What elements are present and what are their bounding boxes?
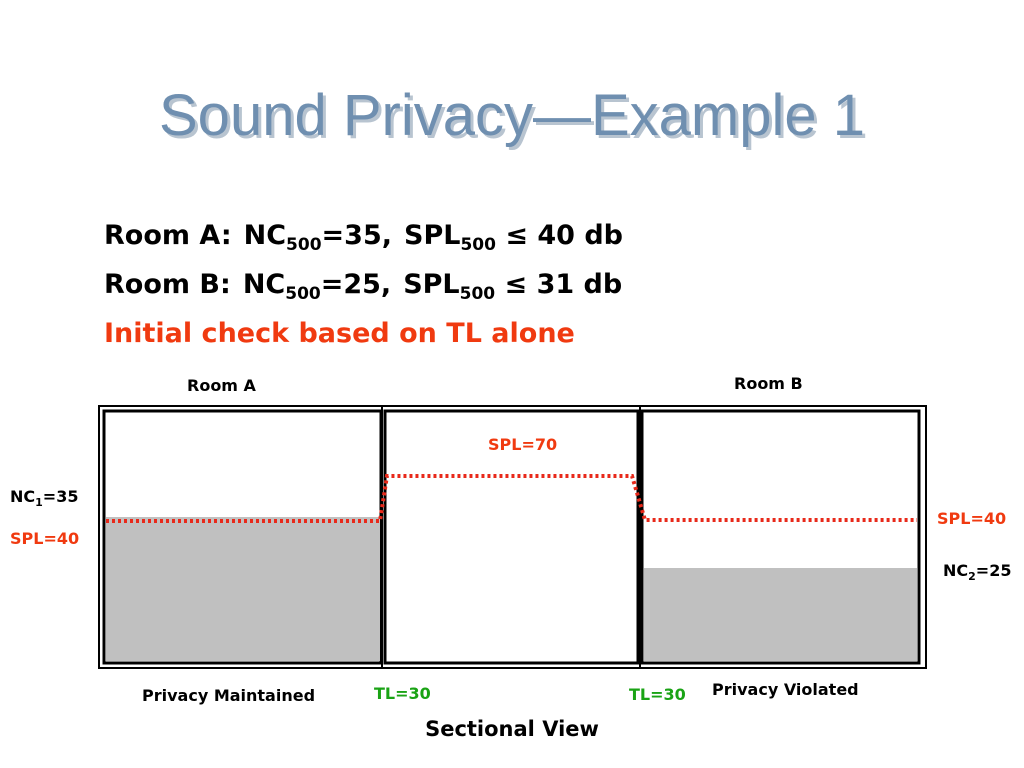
nc2-label: NC2=25 bbox=[943, 561, 1012, 583]
room-a-spl-base: SPL bbox=[404, 220, 461, 251]
tl-right-label: TL=30 bbox=[629, 685, 686, 704]
room-a-nc-sub: 500 bbox=[286, 235, 322, 255]
room-a-spl-sub: 500 bbox=[460, 235, 496, 255]
room-b-box bbox=[640, 409, 921, 665]
room-b-spl-value: ≤ 31 db bbox=[504, 269, 623, 300]
sectional-view-caption: Sectional View bbox=[425, 717, 599, 741]
source-room-box bbox=[383, 409, 640, 665]
room-b-nc-value: =25, bbox=[320, 269, 392, 300]
spl-center-label: SPL=70 bbox=[488, 435, 558, 454]
outer-frame bbox=[98, 405, 927, 669]
room-a-criteria: Room A:NC500=35,SPL500 ≤ 40 db bbox=[104, 220, 624, 254]
room-b-noise-fill bbox=[644, 568, 917, 661]
room-a-name: Room A: bbox=[104, 220, 232, 251]
nc1-base: NC bbox=[10, 487, 36, 506]
slide-title: Sound Privacy—Example 1 bbox=[159, 83, 865, 148]
privacy-violated-label: Privacy Violated bbox=[712, 680, 859, 699]
nc2-sub: 2 bbox=[968, 570, 976, 583]
nc2-base: NC bbox=[943, 561, 969, 580]
room-a-nc-value: =35, bbox=[321, 220, 392, 251]
room-b-label: Room B bbox=[734, 374, 803, 393]
initial-check-note: Initial check based on TL alone bbox=[104, 318, 575, 349]
nc1-sub: 1 bbox=[35, 496, 43, 509]
room-a-spl-value: ≤ 40 db bbox=[505, 220, 624, 251]
room-b-nc-base: NC bbox=[242, 269, 286, 300]
spl-profile-line bbox=[106, 474, 917, 523]
spl-left-label: SPL=40 bbox=[10, 529, 80, 548]
privacy-maintained-label: Privacy Maintained bbox=[142, 686, 316, 705]
tl-left-label: TL=30 bbox=[374, 684, 431, 703]
nc1-label: NC1=35 bbox=[10, 487, 79, 509]
nc2-value: =25 bbox=[975, 561, 1012, 580]
room-a-label: Room A bbox=[187, 376, 256, 395]
spl-right-label: SPL=40 bbox=[937, 509, 1007, 528]
room-b-criteria: Room B:NC500=25,SPL500 ≤ 31 db bbox=[104, 269, 623, 303]
room-a-noise-fill bbox=[106, 517, 380, 661]
room-b-name: Room B: bbox=[104, 269, 231, 300]
room-b-nc-sub: 500 bbox=[285, 284, 321, 304]
room-b-spl-sub: 500 bbox=[459, 284, 496, 304]
room-b-spl-base: SPL bbox=[403, 269, 460, 300]
nc1-value: =35 bbox=[42, 487, 79, 506]
room-a-nc-base: NC bbox=[243, 220, 287, 251]
